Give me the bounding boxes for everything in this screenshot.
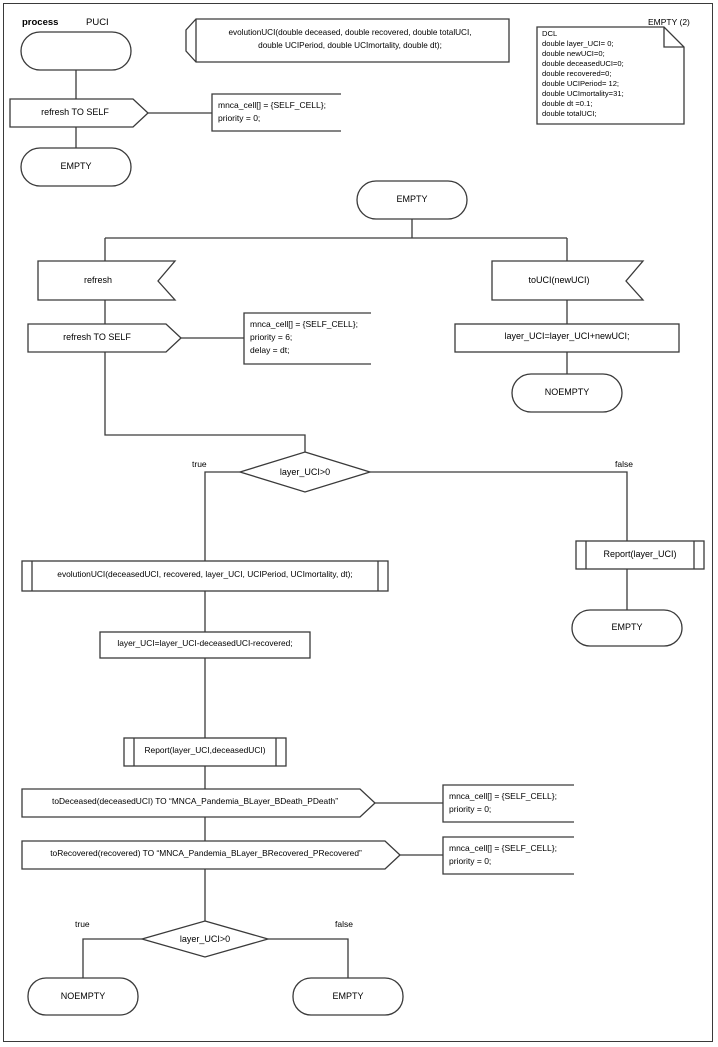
- send-refresh-self-top-label[interactable]: refresh TO SELF: [41, 107, 109, 117]
- input-refresh-label[interactable]: refresh: [83, 275, 112, 285]
- page-label: EMPTY (2): [648, 17, 690, 27]
- connector-decision-top-false: [370, 471, 628, 541]
- dcl-line-1: double newUCI=0;: [542, 49, 605, 58]
- dcl-line-0: double layer_UCI= 0;: [542, 39, 614, 48]
- decision-top-label: layer_UCI>0: [279, 467, 331, 477]
- start-state-shape: [20, 31, 132, 71]
- comment-deceased-line-0: mnca_cell[] = {SELF_CELL};: [449, 791, 557, 801]
- dcl-line-2: double deceasedUCI=0;: [542, 59, 624, 68]
- send-torecovered-shape: [21, 840, 401, 870]
- send-todeceased-label[interactable]: toDeceased(deceasedUCI) TO “MNCA_Pandemi…: [52, 796, 338, 806]
- connector-decision-top-true: [204, 471, 240, 561]
- task-layer-sub-label: layer_UCI=layer_UCI-deceasedUCI-recovere…: [117, 638, 293, 648]
- state-noempty-right-shape: [511, 373, 623, 413]
- state-empty-bottom-label: EMPTY: [332, 991, 364, 1001]
- process-name: PUCI: [86, 17, 109, 28]
- page-border: [3, 3, 713, 1042]
- process-keyword: process: [22, 17, 59, 28]
- comment-deceased-shape: [442, 784, 574, 823]
- dcl-note-shape: [536, 26, 685, 125]
- send-refresh-self-top-shape: [9, 98, 149, 128]
- task-layer-add-shape: [454, 323, 680, 353]
- state-noempty-bottom-shape: [27, 977, 139, 1016]
- decision-top-true-label: true: [192, 459, 207, 469]
- comment-mid-line-1: priority = 6;: [250, 332, 293, 342]
- send-todeceased-shape: [21, 788, 376, 818]
- call-report-one-shape: [575, 540, 705, 570]
- decision-bottom-shape: [139, 920, 271, 958]
- decision-top-false-label: false: [615, 459, 633, 469]
- comment-mid-line-0: mnca_cell[] = {SELF_CELL};: [250, 319, 358, 329]
- state-empty-top-label: EMPTY: [60, 161, 92, 171]
- send-torecovered-label[interactable]: toRecovered(recovered) TO “MNCA_Pandemia…: [50, 848, 362, 858]
- call-report-two-shape: [123, 737, 287, 767]
- dcl-line-3: double recovered=0;: [542, 69, 612, 78]
- decision-top-shape: [237, 451, 373, 493]
- state-empty-false-label: EMPTY: [611, 622, 643, 632]
- connector-decision-bottom-true: [82, 938, 142, 978]
- call-report-two-label: Report(layer_UCI,deceasedUCI): [144, 745, 266, 755]
- state-empty-bottom-shape: [292, 977, 404, 1016]
- comment-mid-shape: [243, 312, 371, 365]
- comment-top-line-1: priority = 0;: [218, 113, 261, 123]
- connector-decision-bottom-false: [268, 938, 349, 978]
- call-report-one-label: Report(layer_UCI): [603, 549, 677, 559]
- input-touci-shape: [491, 260, 645, 301]
- dcl-line-4: double UCIPeriod= 12;: [542, 79, 620, 88]
- dcl-note-fold: [663, 27, 684, 48]
- decision-bottom-false-label: false: [335, 919, 353, 929]
- input-refresh-shape: [37, 260, 177, 301]
- call-evolution-shape: [21, 560, 389, 592]
- send-refresh-self-mid-label[interactable]: refresh TO SELF: [63, 332, 131, 342]
- dcl-title: DCL: [542, 29, 558, 38]
- decision-bottom-true-label: true: [75, 919, 90, 929]
- comment-mid-line-2: delay = dt;: [250, 345, 290, 355]
- procedure-signature-line1: evolutionUCI(double deceased, double rec…: [228, 28, 472, 37]
- send-refresh-self-mid-shape: [27, 323, 182, 353]
- state-empty-false-shape: [571, 609, 683, 647]
- dcl-line-7: double totalUCI;: [542, 109, 597, 118]
- dcl-line-6: double dt =0.1;: [542, 99, 593, 108]
- state-empty-top-shape: [20, 147, 132, 187]
- comment-recovered-shape: [442, 836, 574, 875]
- dcl-line-5: double UCImortality=31;: [542, 89, 624, 98]
- state-empty-center-label: EMPTY: [396, 194, 428, 204]
- decision-bottom-label: layer_UCI>0: [179, 934, 231, 944]
- procedure-signature-line2: double UCIPeriod, double UCImortality, d…: [258, 41, 442, 50]
- comment-top-line-0: mnca_cell[] = {SELF_CELL};: [218, 100, 326, 110]
- input-touci-label[interactable]: toUCI(newUCI): [528, 275, 590, 285]
- comment-recovered-line-1: priority = 0;: [449, 856, 492, 866]
- call-evolution-label: evolutionUCI(deceasedUCI, recovered, lay…: [57, 569, 353, 579]
- comment-recovered-line-0: mnca_cell[] = {SELF_CELL};: [449, 843, 557, 853]
- comment-deceased-line-1: priority = 0;: [449, 804, 492, 814]
- comment-top-shape: [211, 93, 341, 132]
- state-noempty-right-label: NOEMPTY: [544, 387, 590, 397]
- task-layer-add-label: layer_UCI=layer_UCI+newUCI;: [504, 331, 630, 341]
- connector-send-mid-to-decision: [104, 352, 306, 452]
- state-noempty-bottom-label: NOEMPTY: [60, 991, 106, 1001]
